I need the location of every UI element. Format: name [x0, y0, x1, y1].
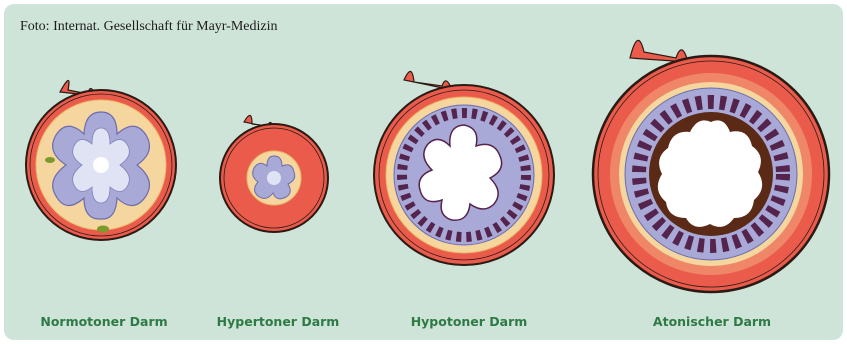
- normotonic-intestine-illustration: [26, 80, 176, 240]
- label-atonischer-darm: Atonischer Darm: [653, 314, 771, 329]
- label-normotoner-darm: Normotoner Darm: [40, 314, 167, 329]
- atonic-intestine-illustration: [593, 40, 829, 292]
- label-hypertoner-darm: Hypertoner Darm: [217, 314, 340, 329]
- label-hypotoner-darm: Hypotoner Darm: [411, 314, 528, 329]
- hypertonic-intestine-illustration: [220, 115, 328, 232]
- hypotonic-intestine-illustration: [374, 71, 554, 265]
